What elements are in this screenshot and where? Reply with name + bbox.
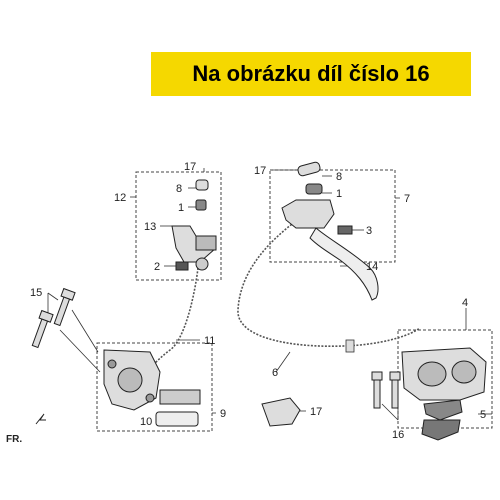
part-label-4: 4	[462, 297, 468, 309]
part-label-16: 16	[392, 429, 404, 441]
front-caliper-bolts	[371, 371, 401, 409]
part-label-9: 9	[220, 408, 226, 420]
brake-lever	[309, 227, 379, 301]
cylinder-bore	[195, 235, 217, 251]
part-label-2: 2	[154, 261, 160, 273]
caliper-bolt-hole	[107, 359, 117, 369]
switch	[175, 261, 189, 271]
part-label-17: 17	[254, 165, 266, 177]
group-frame-rear-master	[135, 171, 222, 281]
brake-pad	[421, 419, 461, 441]
caliper-piston	[417, 361, 447, 387]
group-frame-front-master	[269, 169, 396, 263]
rear-brake-hose	[149, 267, 199, 369]
part-number-banner: Na obrázku díl číslo 16	[151, 52, 471, 96]
part-label-12: 12	[114, 192, 126, 204]
pad-pin	[159, 389, 201, 405]
rear-master-cylinder	[171, 179, 217, 271]
brake-switch	[337, 225, 353, 235]
part-label-1: 1	[178, 202, 184, 214]
part-label-7: 7	[404, 193, 410, 205]
part-label-14: 14	[366, 261, 378, 273]
hose-clamp	[345, 339, 355, 353]
rear-caliper	[103, 349, 201, 427]
brake-pads	[155, 411, 199, 427]
caliper-piston	[117, 367, 143, 393]
caliper-bolt-hole	[145, 393, 155, 403]
caliper-piston	[451, 360, 477, 384]
pad-spring	[261, 397, 301, 427]
front-master-cylinder	[281, 161, 379, 301]
part-label-6: 6	[272, 367, 278, 379]
part-label-11: 11	[204, 335, 215, 347]
part-label-8: 8	[176, 183, 182, 195]
part-label-17: 17	[184, 161, 196, 173]
caliper-bolts	[31, 287, 76, 349]
diaphragm	[195, 199, 207, 211]
front-caliper	[401, 347, 487, 441]
part-label-10: 10	[140, 416, 152, 428]
part-label-13: 13	[144, 221, 156, 233]
diaphragm	[305, 183, 323, 195]
front-label: FR.	[6, 434, 22, 445]
reservoir-cap	[195, 179, 209, 191]
banner-text: Na obrázku díl číslo 16	[192, 61, 430, 86]
master-cylinder-body	[281, 199, 335, 229]
front-brake-hose	[237, 217, 421, 348]
brake-pad	[423, 399, 463, 421]
group-frame-rear-caliper	[96, 342, 213, 432]
front-direction-marker: FR.	[6, 413, 46, 445]
reservoir-cap	[297, 161, 321, 177]
part-label-8: 8	[336, 171, 342, 183]
part-label-17: 17	[310, 406, 322, 418]
banjo-fitting	[195, 257, 209, 271]
part-label-15: 15	[30, 287, 42, 299]
part-label-5: 5	[480, 409, 486, 421]
part-label-3: 3	[366, 225, 372, 237]
part-label-1: 1	[336, 188, 342, 200]
